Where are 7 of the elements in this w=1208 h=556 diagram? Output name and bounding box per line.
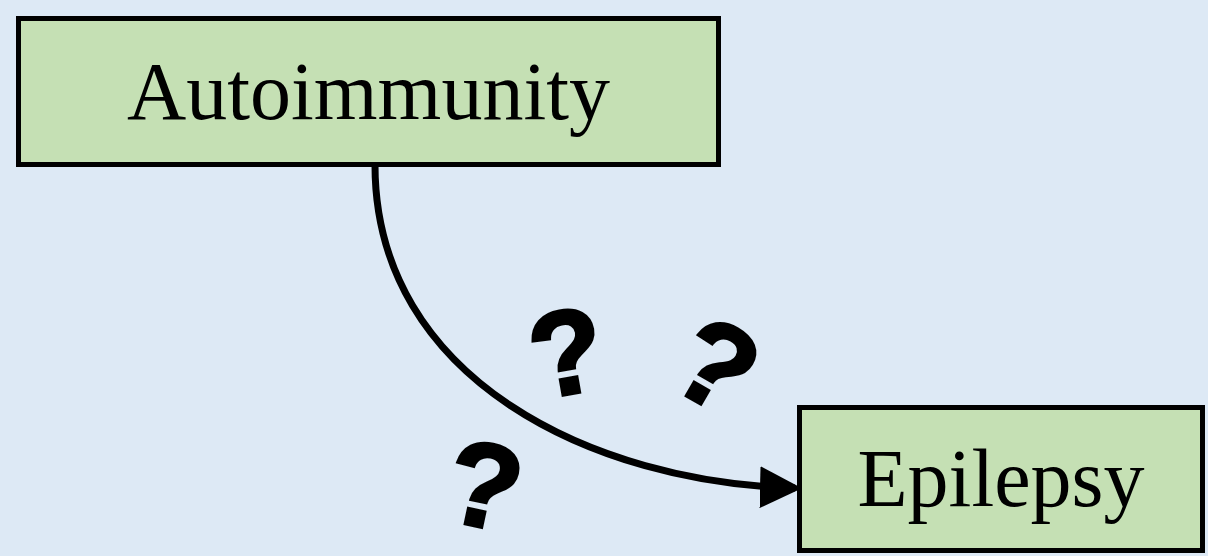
question-mark: ? (436, 418, 533, 552)
question-mark: ? (520, 286, 614, 418)
question-mark: ? (654, 294, 779, 436)
box-label: Autoimmunity (127, 44, 610, 139)
concept-box (16, 16, 721, 167)
box-label: Epilepsy (857, 432, 1145, 526)
concept-box (797, 405, 1205, 553)
